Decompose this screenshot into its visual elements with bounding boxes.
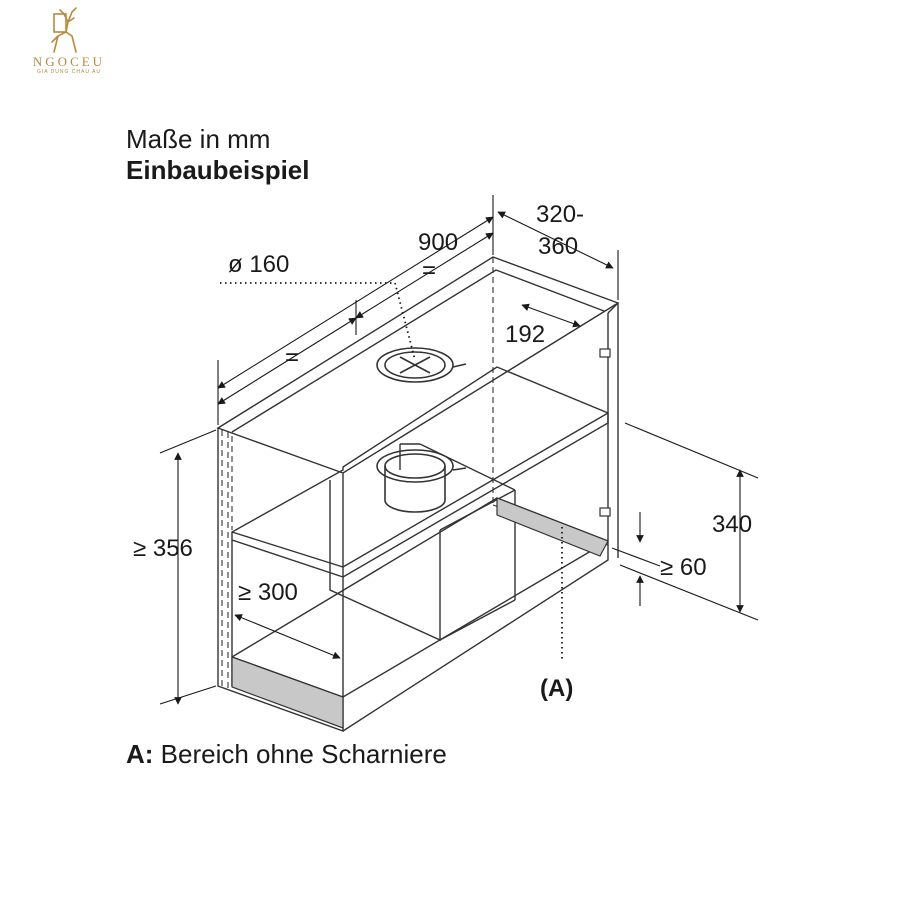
hinge-lower [599,507,611,517]
brand-logo: NGOCEU GIA DUNG CHAU AU [14,6,124,76]
cabinet-height-label: ≥ 356 [133,535,193,562]
cabinet-left-side [217,428,344,732]
width-label: 900 [418,229,458,256]
diagram-title: Maße in mm [126,124,271,154]
deer-icon [51,7,77,53]
shelf-depth-label: ≥ 300 [238,579,298,606]
hinge-upper [599,348,611,358]
duct-diameter-label: ø 160 [228,251,289,278]
footnote-key: A: [126,739,154,769]
shelf-depth-dimension-line [234,614,341,659]
cabinet-front-right [342,313,609,732]
depth-dimension-line [497,211,614,269]
cabinet-top-panel [216,256,620,474]
logo-tagline: GIA DUNG CHAU AU [36,69,102,75]
duct-leader [220,282,416,361]
hatched-zone-left [231,656,344,729]
depth-label-line1: 320- [536,201,584,228]
hatched-zone-right [496,497,609,557]
duct-flange [376,449,454,483]
callout-marker: (A) [540,675,573,702]
footnote-text: Bereich ohne Scharniere [160,739,447,769]
equal-right-label: = [422,257,436,284]
logo-wordmark: NGOCEU [32,54,106,69]
diagram-subtitle: Einbaubeispiel [126,155,310,185]
hood-height-label: 340 [712,511,752,538]
offset-dimension-line [521,303,581,328]
upper-shelf [231,366,609,578]
footnote: A: Bereich ohne Scharniere [126,739,447,770]
offset-label: 192 [505,321,545,348]
equal-left-label: = [285,344,299,371]
depth-label-line2: 360 [538,233,578,260]
clearance-label: ≥ 60 [660,554,707,581]
cabinet-outline [216,256,620,732]
